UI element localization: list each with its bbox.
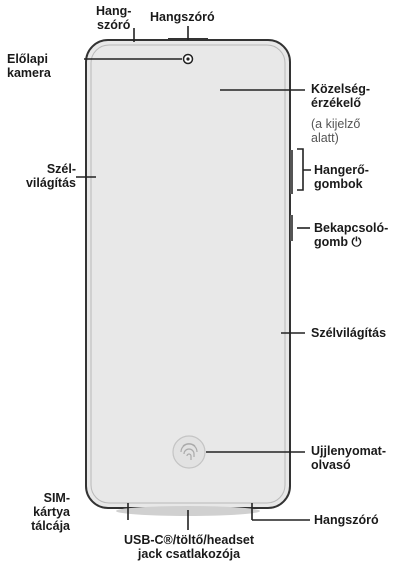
label-volume: Hangerő- gombok xyxy=(314,163,369,191)
phone-screen xyxy=(90,44,286,504)
label-line: SIM- xyxy=(43,491,70,505)
label-usb: USB-C®/töltő/headset jack csatlakozója xyxy=(108,533,270,561)
label-line: Előlapi xyxy=(7,52,48,66)
label-line: USB-C®/töltő/headset xyxy=(123,533,255,547)
label-line: gombok xyxy=(314,177,363,191)
label-line: Hangerő- xyxy=(314,163,369,177)
label-speaker-top: Hangszóró xyxy=(150,10,215,24)
label-line: Bekapcsoló- xyxy=(314,221,389,235)
volume-buttons xyxy=(290,150,293,194)
label-line: szóró xyxy=(97,18,131,32)
label-line: alatt) xyxy=(311,131,339,145)
label-line: világítás xyxy=(25,176,76,190)
label-sim: SIM- kártya tálcája xyxy=(10,491,70,533)
label-line: Közelség- xyxy=(311,82,371,96)
label-line: jack csatlakozója xyxy=(137,547,241,561)
camera-icon xyxy=(182,53,194,65)
fingerprint-icon xyxy=(172,435,206,469)
power-button xyxy=(290,215,293,241)
label-speaker-bottom: Hangszóró xyxy=(314,513,379,527)
label-line: gomb ⏻ xyxy=(314,235,362,249)
label-front-camera: Előlapi kamera xyxy=(7,52,51,80)
label-line: (a kijelző xyxy=(311,117,361,131)
label-edge-light-left: Szél- világítás xyxy=(10,162,76,190)
label-line: tálcája xyxy=(31,519,70,533)
label-power: Bekapcsoló- gomb ⏻ xyxy=(314,221,388,249)
label-proximity: Közelség- érzékelő xyxy=(311,82,370,110)
label-line: kamera xyxy=(7,66,51,80)
label-fingerprint: Ujjlenyomat- olvasó xyxy=(311,444,386,472)
label-line: kártya xyxy=(33,505,70,519)
label-line: Hang- xyxy=(96,4,132,18)
label-line: Ujjlenyomat- xyxy=(311,444,387,458)
label-line: olvasó xyxy=(311,458,351,472)
label-edge-light-right: Szélvilágítás xyxy=(311,326,387,340)
label-line: Szél- xyxy=(46,162,76,176)
label-line: érzékelő xyxy=(311,96,362,110)
label-speaker-top-left: Hang- szóró xyxy=(96,4,131,32)
line-volume xyxy=(297,148,311,191)
label-proximity-note: (a kijelző alatt) xyxy=(311,117,360,145)
